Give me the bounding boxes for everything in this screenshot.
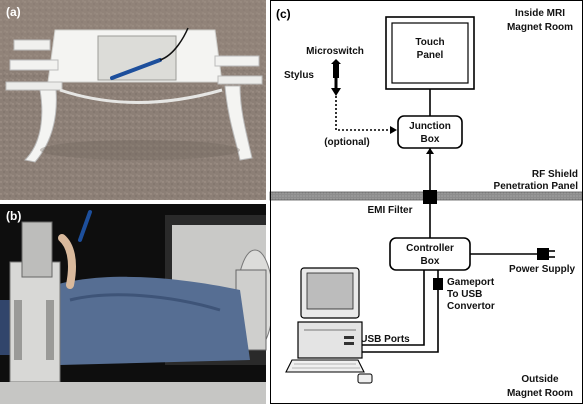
power-supply-label: Power Supply [509,264,576,275]
power-plug-icon [537,248,555,260]
usb-ports-label: USB Ports [360,334,410,345]
panel-letter-a: (a) [6,5,21,19]
diagram-panel-c: (c) Inside MRI Magnet Room Touch Panel M… [269,0,583,404]
gameport-label-2: To USB [447,289,482,300]
touch-panel-label-2: Panel [417,50,444,61]
microswitch-label: Microswitch [306,46,364,57]
emi-filter-label: EMI Filter [367,205,412,216]
stylus-icon [331,59,341,96]
emi-filter-block [423,190,437,204]
touch-panel-inner [391,22,469,84]
photo-panel-b: (b) [0,204,274,404]
gameport-label-3: Convertor [447,301,495,312]
stylus-label: Stylus [284,70,314,81]
outside-label-line2: Magnet Room [507,388,573,399]
optional-label: (optional) [324,137,370,148]
inside-label-line1: Inside MRI [515,8,565,19]
controller-label-1: Controller [406,243,454,254]
optional-stylus-link [335,96,390,131]
controller-to-pc-line [362,270,425,346]
inside-label-line2: Magnet Room [507,22,573,33]
photo-panel-a: (a) [0,0,266,200]
panel-letter-c: (c) [276,7,291,21]
junction-label-2: Box [421,134,440,145]
rf-shield-label-1: RF Shield [532,169,578,180]
rf-shield-label-2: Penetration Panel [494,181,579,192]
touch-panel-label-1: Touch [415,37,444,48]
outside-label-line1: Outside [521,374,559,385]
gameport-convertor-block [433,278,443,290]
computer-icon [285,267,373,384]
controller-label-2: Box [421,256,440,267]
gameport-to-pc-line [362,290,439,353]
junction-label-1: Junction [409,121,451,132]
gameport-label-1: Gameport [447,277,495,288]
panel-letter-b: (b) [6,209,21,223]
